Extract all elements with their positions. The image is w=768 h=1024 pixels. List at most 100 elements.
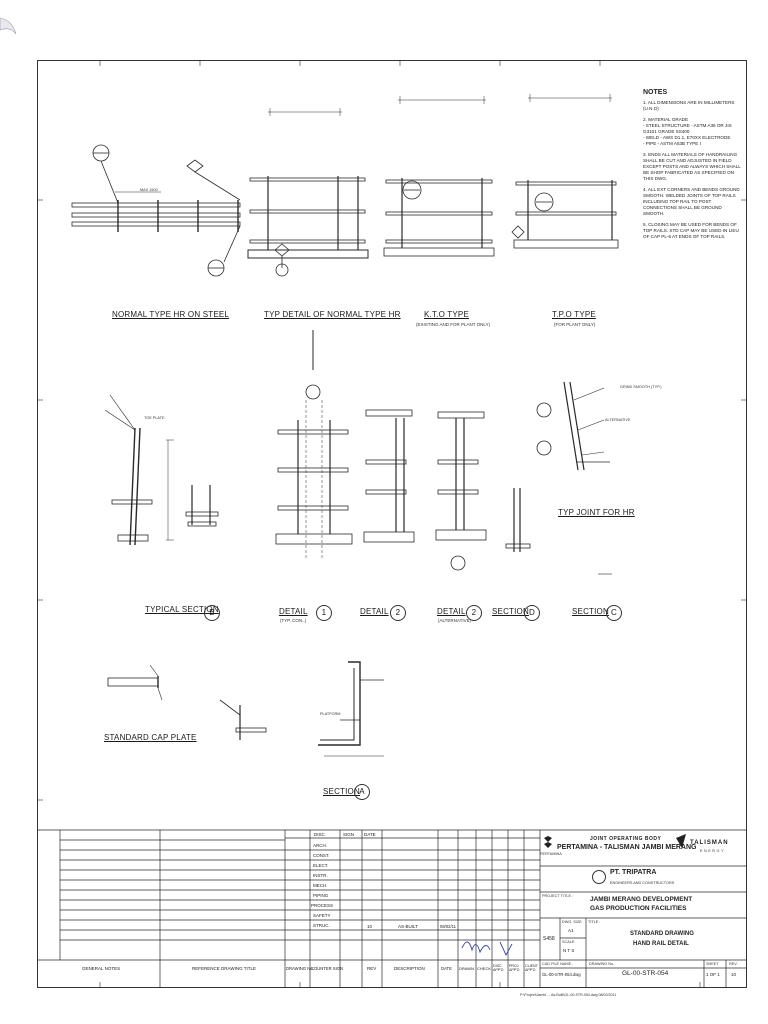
note-item: 5. CLOSING MAY BE USED FOR BENDS OF TOP …: [643, 222, 739, 239]
detail-2-alt-drawing: [435, 411, 487, 571]
col-general-notes: GENERAL NOTES: [82, 966, 121, 971]
detail-2-drawing: [363, 409, 415, 543]
discipline-struc: STRUC.: [313, 923, 330, 928]
kto-elevation: [383, 96, 495, 257]
drawing-number: GL-00-STR-054: [622, 970, 669, 977]
label-normal-type: NORMAL TYPE HR ON STEEL: [112, 310, 230, 319]
title-label: TITLE :: [588, 920, 601, 924]
discipline-arch: ARCH.: [313, 843, 328, 848]
rev-row-rev: 10: [367, 924, 373, 929]
job-number: S458: [543, 936, 555, 942]
project-title-label: PROJECT TITLE :: [542, 894, 574, 898]
note-item: - PIPE - ASTM A53B TYPE I: [643, 141, 701, 146]
marker-detail-2b: 2: [466, 605, 482, 621]
col-client-appd: CLIENT APP'D: [525, 964, 538, 972]
page-curl: [0, 17, 17, 35]
tpo-elevation: [511, 94, 619, 249]
drawing-title-2: HAND RAIL DETAIL: [633, 941, 689, 947]
note-item: 2. MATERIAL GRADE: [643, 117, 689, 122]
talisman-text: TALISMAN: [690, 840, 729, 846]
scale-value: N T S: [563, 948, 575, 953]
drawing-sheet: [37, 60, 747, 988]
tripatra-logo-icon: [592, 870, 606, 884]
sheet-label: SHEET: [706, 962, 719, 966]
label-detail-2: DETAIL: [360, 607, 389, 616]
marker-detail-1: 1: [316, 605, 332, 621]
label-detail-2b: DETAIL: [437, 607, 466, 616]
scale-label: SCALE: [562, 940, 575, 944]
pertamina-logo-text: PERTAMINA: [540, 852, 562, 856]
contractor-sub: ENGINEERS AND CONSTRUCTORS: [610, 881, 675, 885]
col-disc-appd: DISC APP'D: [493, 964, 504, 972]
signature-scribble: [461, 941, 513, 957]
callout-alternative: ALTERNATIVE: [605, 418, 631, 422]
label-section-c: SECTION: [572, 607, 609, 616]
drawing-no-label: DRAWING No.: [589, 962, 615, 966]
rev-row-date: 08/02/11: [440, 924, 456, 929]
marker-section-c: C: [606, 605, 622, 621]
label-detail-1-sub: (TYP. CON..): [280, 618, 307, 623]
callout-platform: PLATFORM: [320, 712, 341, 716]
label-kto-type: K.T.O TYPE: [424, 310, 469, 319]
sheet-value: 1 OF 1: [706, 972, 720, 977]
dwg-size-value: A1: [568, 928, 574, 933]
disc-header: DISC: [314, 832, 325, 837]
discipline-process: PROCESS: [311, 903, 334, 908]
rev-row-description: AS-BUILT: [398, 924, 418, 929]
marker-section-d: D: [524, 605, 540, 621]
col-drawn: DRAWN: [459, 966, 474, 971]
typical-section-drawing: [104, 394, 219, 546]
col-counter-sign: COUNTER SIGN: [311, 966, 344, 971]
label-typ-joint: TYP JOINT FOR HR: [558, 508, 635, 517]
discipline-instr: INSTR.: [313, 873, 328, 878]
footer-file-path: P:\Project\Jambi ... As-Built\GL-00-STR-…: [520, 993, 617, 997]
note-item: 3. ENDS ALL MATERIALS OF HANDRAILING SHA…: [643, 152, 741, 181]
callout-max-1500: MAX 1500: [140, 188, 158, 192]
typ-detail-elevation: [247, 108, 369, 277]
col-drawing-no: DRAWING No.: [286, 966, 314, 971]
drawing-title-1: STANDARD DRAWING: [630, 931, 694, 937]
col-description: DESCRIPTION: [394, 966, 425, 971]
callout-grind-smooth: GRIND SMOOTH (TYP.): [620, 385, 662, 389]
project-title-1: JAMBI MERANG DEVELOPMENT: [590, 896, 693, 903]
cad-file-label: CAD FILE NAME :: [542, 962, 574, 966]
discipline-const: CONST.: [313, 853, 330, 858]
note-item: - STEEL STRUCTURE - ASTM A36 OR JIS G310…: [643, 123, 732, 134]
label-typical-section: TYPICAL SECTION: [145, 605, 219, 614]
dwg-size-label: DWG. SIZE: [562, 920, 582, 924]
talisman-logo-icon: [676, 834, 686, 848]
project-title-2: GAS PRODUCTION FACILITIES: [590, 905, 687, 912]
cap-plate-drawing: [107, 664, 267, 740]
discipline-mech: MECH.: [313, 883, 328, 888]
rev-value: 10: [731, 972, 737, 977]
col-date: DATE: [441, 966, 452, 971]
section-a-drawing: [318, 661, 384, 757]
rev-label: REV.: [729, 962, 738, 966]
notes-title: NOTES: [643, 89, 668, 96]
discipline-piping: PIPING: [313, 893, 329, 898]
label-section-a: SECTION: [323, 787, 360, 796]
sign-header: SIGN: [343, 832, 355, 837]
notes-panel: NOTES 1. ALL DIMENSIONS ARE IN MILLIMETE…: [643, 89, 743, 245]
typ-joint-drawing: [536, 381, 612, 575]
label-typ-detail: TYP DETAIL OF NORMAL TYPE HR: [264, 310, 401, 319]
marker-detail-2: 2: [390, 605, 406, 621]
col-check: CHECK: [477, 966, 492, 971]
note-item: - WELD - AWS D1.1, E70XX ELECTRODE: [643, 135, 731, 140]
label-std-cap: STANDARD CAP PLATE: [104, 733, 197, 742]
discipline-elect: ELECT.: [313, 863, 329, 868]
label-section-d: SECTION: [492, 607, 529, 616]
talisman-sub: ENERGY: [700, 849, 726, 853]
cad-file-name: GL-00-STR-054.dwg: [542, 972, 581, 977]
pertamina-logo-icon: [542, 836, 554, 850]
jv-name: PERTAMINA - TALISMAN JAMBI MERANG: [557, 844, 697, 851]
callout-toe-plate: TOE PLATE: [144, 416, 165, 420]
discipline-safety: SAFETY: [313, 913, 331, 918]
label-kto-sub: (EXISTING AND FOR PLANT ONLY): [416, 322, 491, 327]
col-rev: REV: [367, 966, 377, 971]
marker-section-a: A: [354, 784, 370, 800]
detail-1-drawing: [275, 330, 353, 560]
title-block-grid: [37, 829, 747, 988]
contractor-name: PT. TRIPATRA: [610, 869, 657, 876]
